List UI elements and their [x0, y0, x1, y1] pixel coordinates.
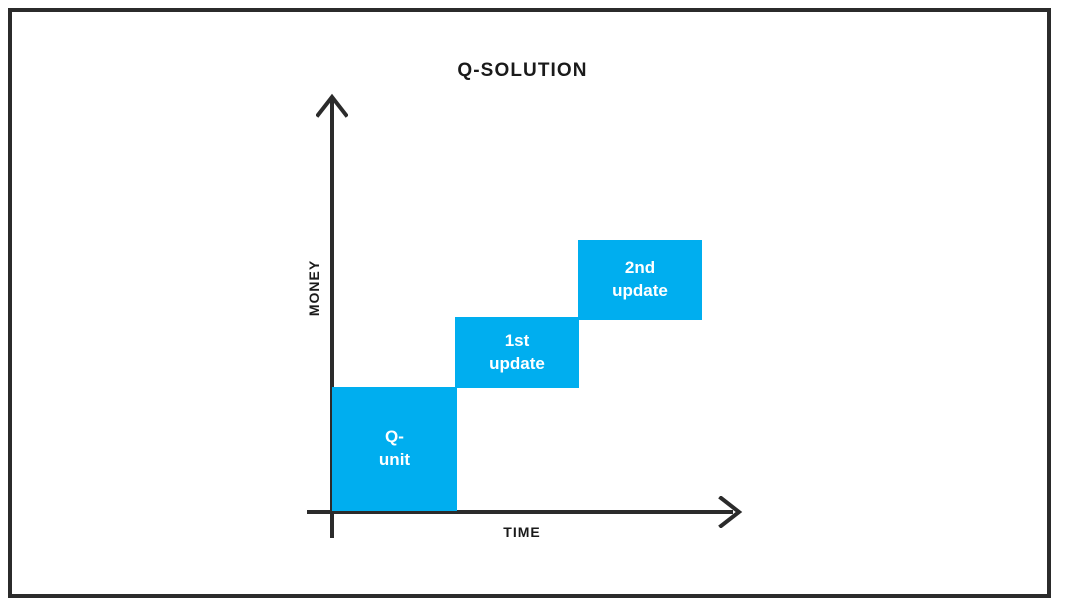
bar-label-line1: 2nd: [624, 258, 656, 278]
bar-q-unit[interactable]: Q- unit: [332, 387, 457, 511]
page-border: [8, 8, 1051, 598]
x-axis-line: [307, 510, 733, 514]
bar-label-line2: unit: [378, 450, 411, 469]
bar-2nd-update[interactable]: 2nd update: [578, 240, 702, 320]
x-axis-label: TIME: [503, 524, 541, 540]
bar-label-line1: 1st: [504, 330, 530, 350]
bar-1st-update[interactable]: 1st update: [455, 317, 579, 388]
chart-title: Q-SOLUTION: [457, 60, 588, 81]
y-axis-label: MONEY: [306, 259, 322, 317]
x-axis-arrow-icon: [713, 495, 745, 529]
y-axis-arrow-icon: [315, 93, 349, 123]
bar-label-line2: update: [612, 281, 668, 300]
bar-label-line2: update: [489, 353, 545, 373]
y-axis-line: [330, 97, 334, 538]
bar-label-line1: Q-: [385, 427, 404, 447]
